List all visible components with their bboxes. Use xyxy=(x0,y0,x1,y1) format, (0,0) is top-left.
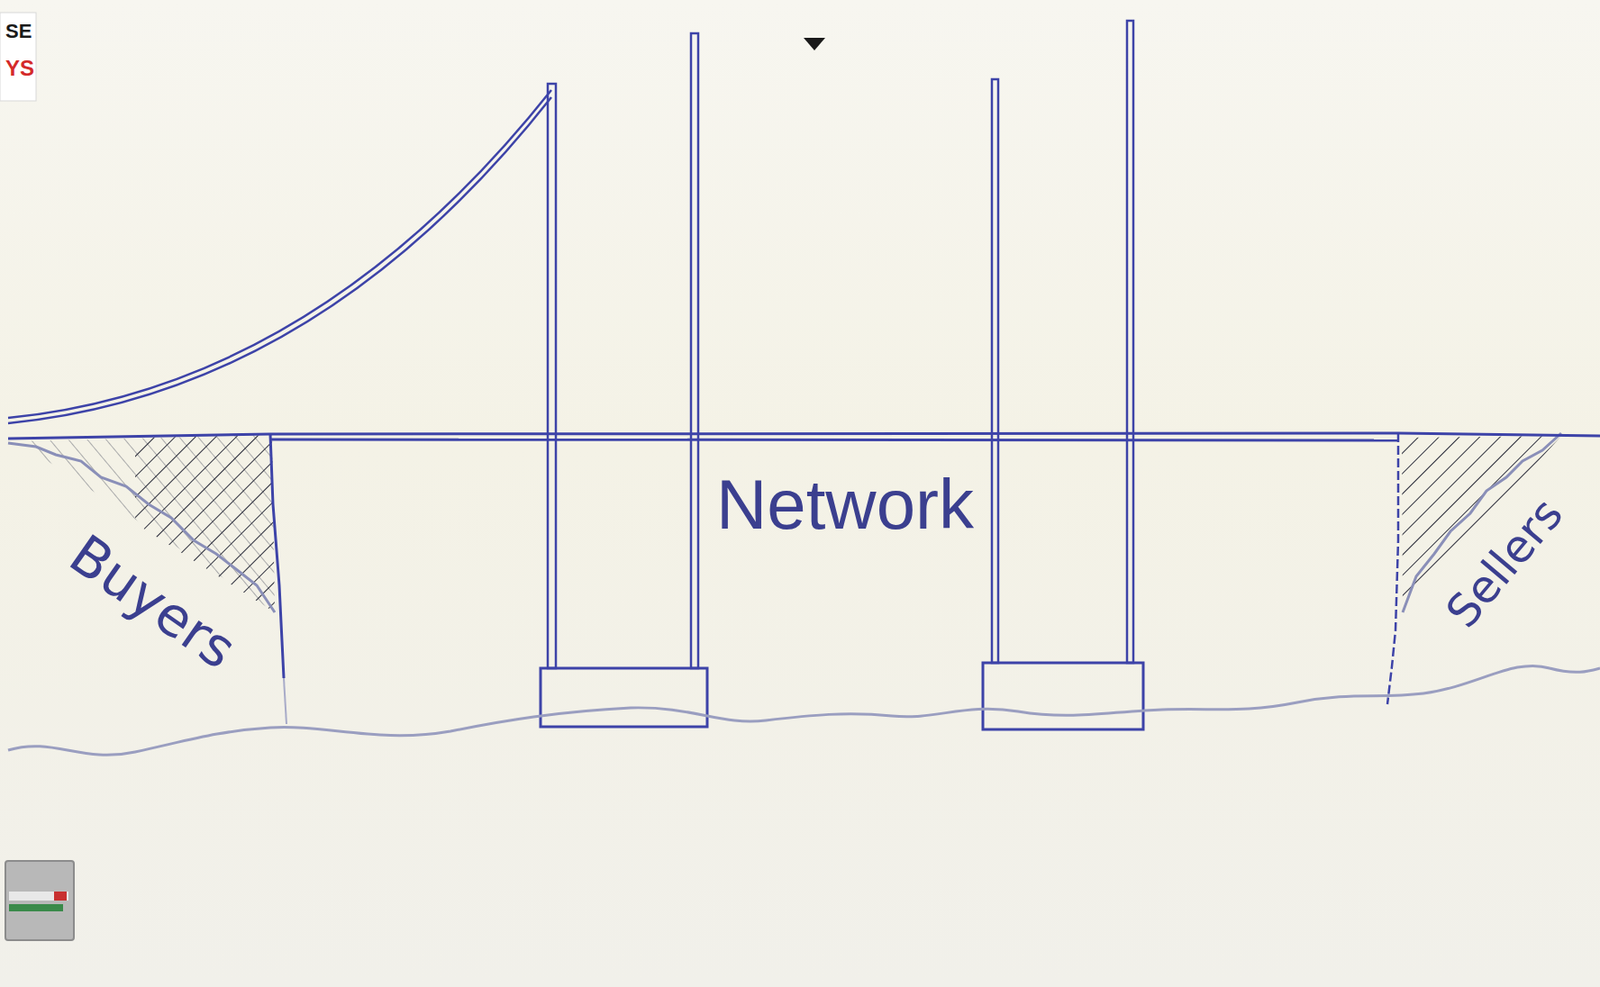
triangle-mark xyxy=(803,37,826,51)
cliff-edge xyxy=(1387,433,1399,705)
marker-tray xyxy=(5,861,74,941)
bridge-tower xyxy=(1127,20,1134,664)
bridge-pier xyxy=(982,663,1144,730)
bridge-pier xyxy=(540,668,708,728)
label-text: SE xyxy=(5,21,32,42)
bridge-cable xyxy=(8,97,552,424)
cliff-edge xyxy=(270,434,284,679)
marker xyxy=(9,891,69,901)
label-text: Network xyxy=(716,469,974,540)
cliff-edge xyxy=(283,678,287,725)
bridge-tower xyxy=(991,79,999,664)
marker-cap xyxy=(54,891,67,901)
bridge-tower xyxy=(547,83,556,669)
label-text: YS xyxy=(5,57,35,80)
board-sticker xyxy=(0,12,37,101)
bridge-deck xyxy=(270,439,1399,441)
bridge-cable xyxy=(8,90,552,419)
bridge-tower xyxy=(690,33,699,669)
marker xyxy=(9,904,64,912)
water-line xyxy=(8,665,1600,755)
bridge-deck xyxy=(8,433,1600,439)
